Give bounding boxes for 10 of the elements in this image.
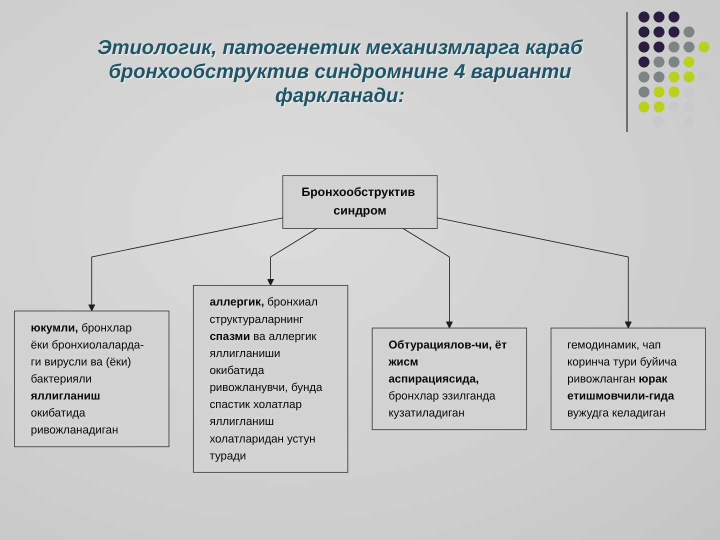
arrow [436, 217, 632, 328]
node-box: гемодинамик, чап коринча тури буйича ривожланган юрак етишмовчили-гида вужудга келадиган [550, 328, 706, 430]
node-box: юкумли, бронхлар ёки бронхиолаларда-ги вирусли ва (ёки) бактерияли яллигланиш окибатида ривожланадиган [14, 310, 170, 448]
node-box: аллергик, бронхиал структураларнинг спазми ва аллергик яллигланиши окибатида ривожланувчи, бунда спастик холатлар яллигланиш холатларидан устун туради [192, 284, 348, 473]
arrow [267, 228, 318, 286]
arrow [402, 228, 453, 328]
node-box: Обтурациялов-чи, ёт жисм аспирациясида, бронхлар эзилганда кузатиладиган [372, 328, 528, 430]
title: Этиологик, патогенетик механизмларга караб бронхообструктив синдромнинг 4 варианти фаркланади: [96, 36, 584, 108]
node-box: Бронхообструктив синдром [282, 175, 438, 229]
arrow [88, 217, 284, 312]
